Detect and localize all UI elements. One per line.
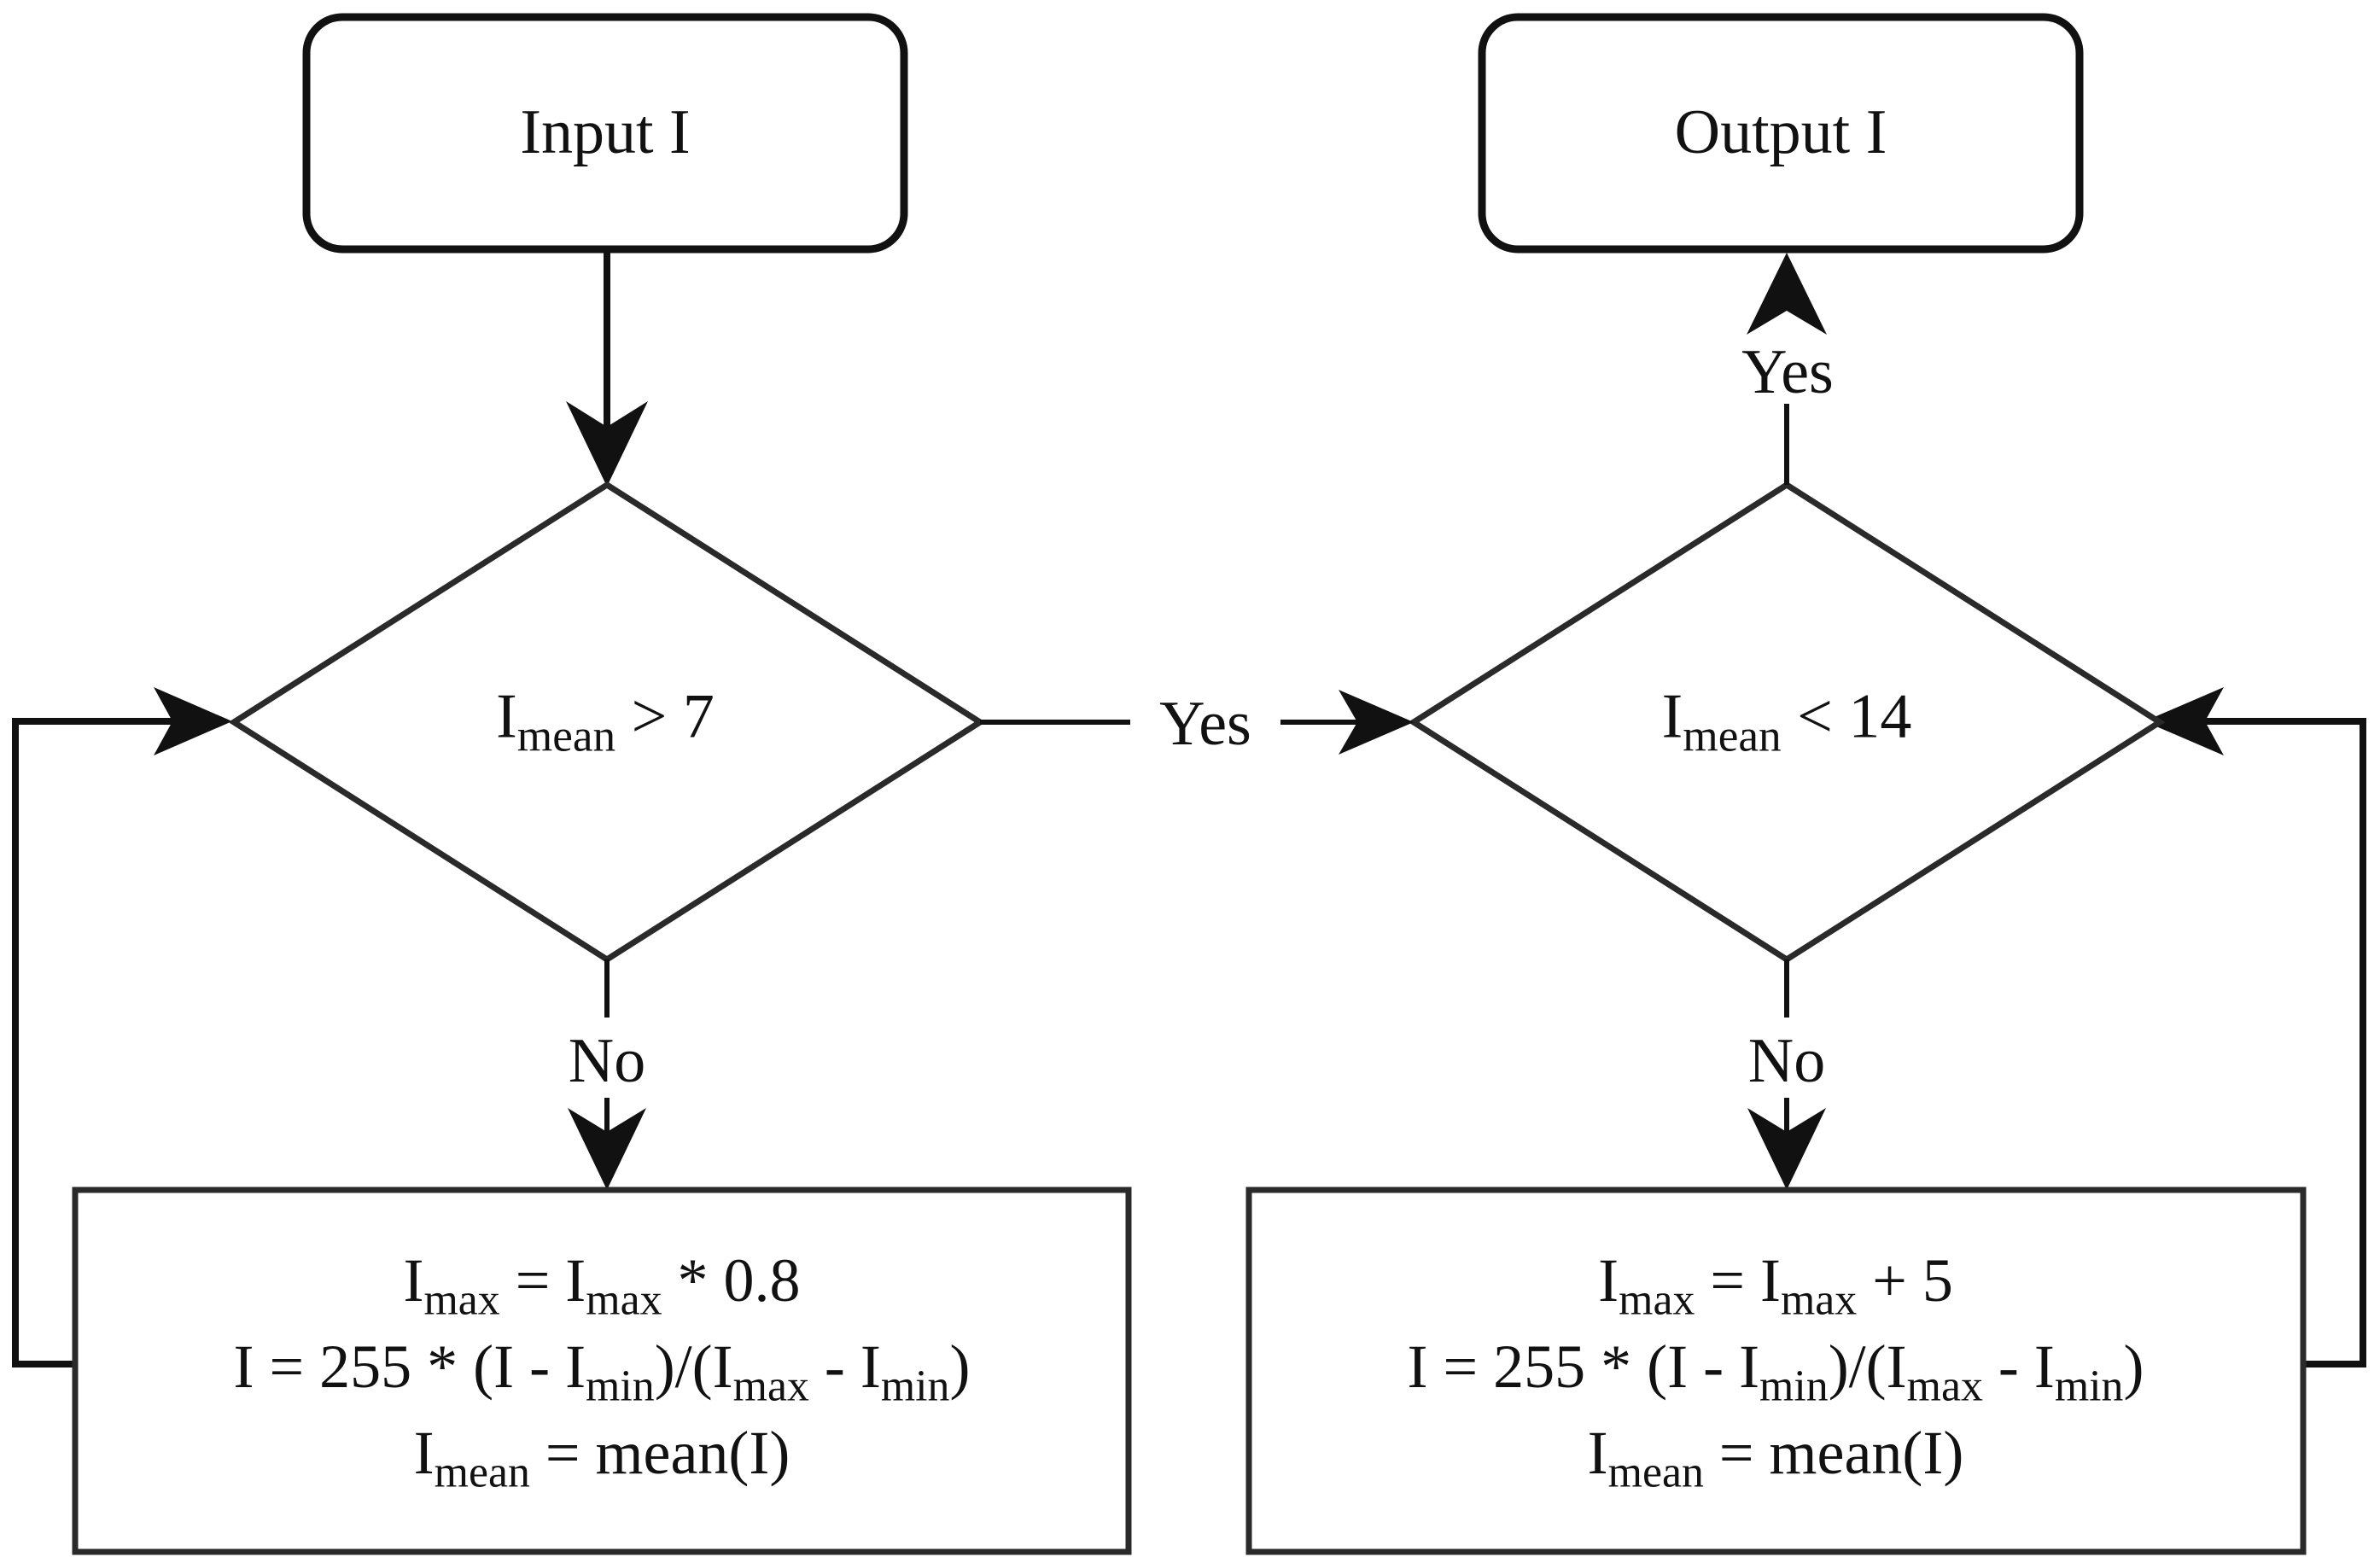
edge-label-no-right: No [1742, 1029, 1831, 1093]
formula-subscript: min [2054, 1362, 2124, 1411]
formula-subscript: max [1780, 1275, 1858, 1325]
process-left-line-2: I = 255 * (I - Imin)/(Imax - Imin) [233, 1332, 971, 1411]
output-node-shape [1478, 13, 2084, 254]
edge-label-yes-top: Yes [1736, 341, 1839, 404]
input-node-shape [302, 13, 908, 254]
process-left-label: Imax = Imax * 0.8 I = 255 * (I - Imin)/(… [234, 1238, 971, 1507]
process-left-shape [72, 1187, 1132, 1555]
edge-label-yes-middle: Yes [1154, 692, 1257, 755]
formula-subscript: max [732, 1362, 809, 1411]
formula-subscript: min [1759, 1362, 1829, 1411]
process-left-line-1: Imax = Imax * 0.8 [403, 1246, 801, 1325]
process-right-line-2: I = 255 * (I - Imin)/(Imax - Imin) [1407, 1332, 2144, 1411]
process-left-line-3: Imean = mean(I) [413, 1418, 790, 1497]
edge-decision-right-to-process-right [1747, 959, 1826, 1190]
formula-subscript: min [880, 1362, 950, 1411]
decision-right-subscript: mean [1683, 710, 1782, 761]
edge-decision-left-to-decision-right [980, 690, 1414, 755]
edge-input-to-decision-left [566, 251, 648, 487]
edge-label-no-left: No [563, 1029, 651, 1093]
input-node-label: Input I [520, 97, 691, 168]
process-right-shape [1245, 1187, 2307, 1555]
edge-decision-left-to-process-left [568, 959, 646, 1190]
decision-left-subscript: mean [516, 710, 616, 761]
edge-process-right-to-decision-right [2144, 687, 2366, 1367]
formula-subscript: max [586, 1275, 662, 1325]
output-node-label: Output I [1674, 97, 1887, 168]
decision-left-label: Imean > 7 [496, 681, 715, 761]
formula-subscript: max [1619, 1275, 1695, 1325]
process-right-line-1: Imax = Imax + 5 [1598, 1246, 1953, 1325]
formula-subscript: max [423, 1275, 500, 1325]
formula-subscript: max [1906, 1362, 1983, 1411]
process-right-label: Imax = Imax + 5 I = 255 * (I - Imin)/(Im… [1408, 1238, 2144, 1507]
formula-subscript: mean [434, 1448, 530, 1497]
decision-right-label: Imean < 14 [1661, 681, 1912, 761]
formula-subscript: mean [1607, 1448, 1704, 1497]
process-right-line-3: Imean = mean(I) [1587, 1418, 1964, 1497]
edge-process-left-to-decision-left [12, 687, 232, 1367]
formula-subscript: min [586, 1362, 655, 1411]
